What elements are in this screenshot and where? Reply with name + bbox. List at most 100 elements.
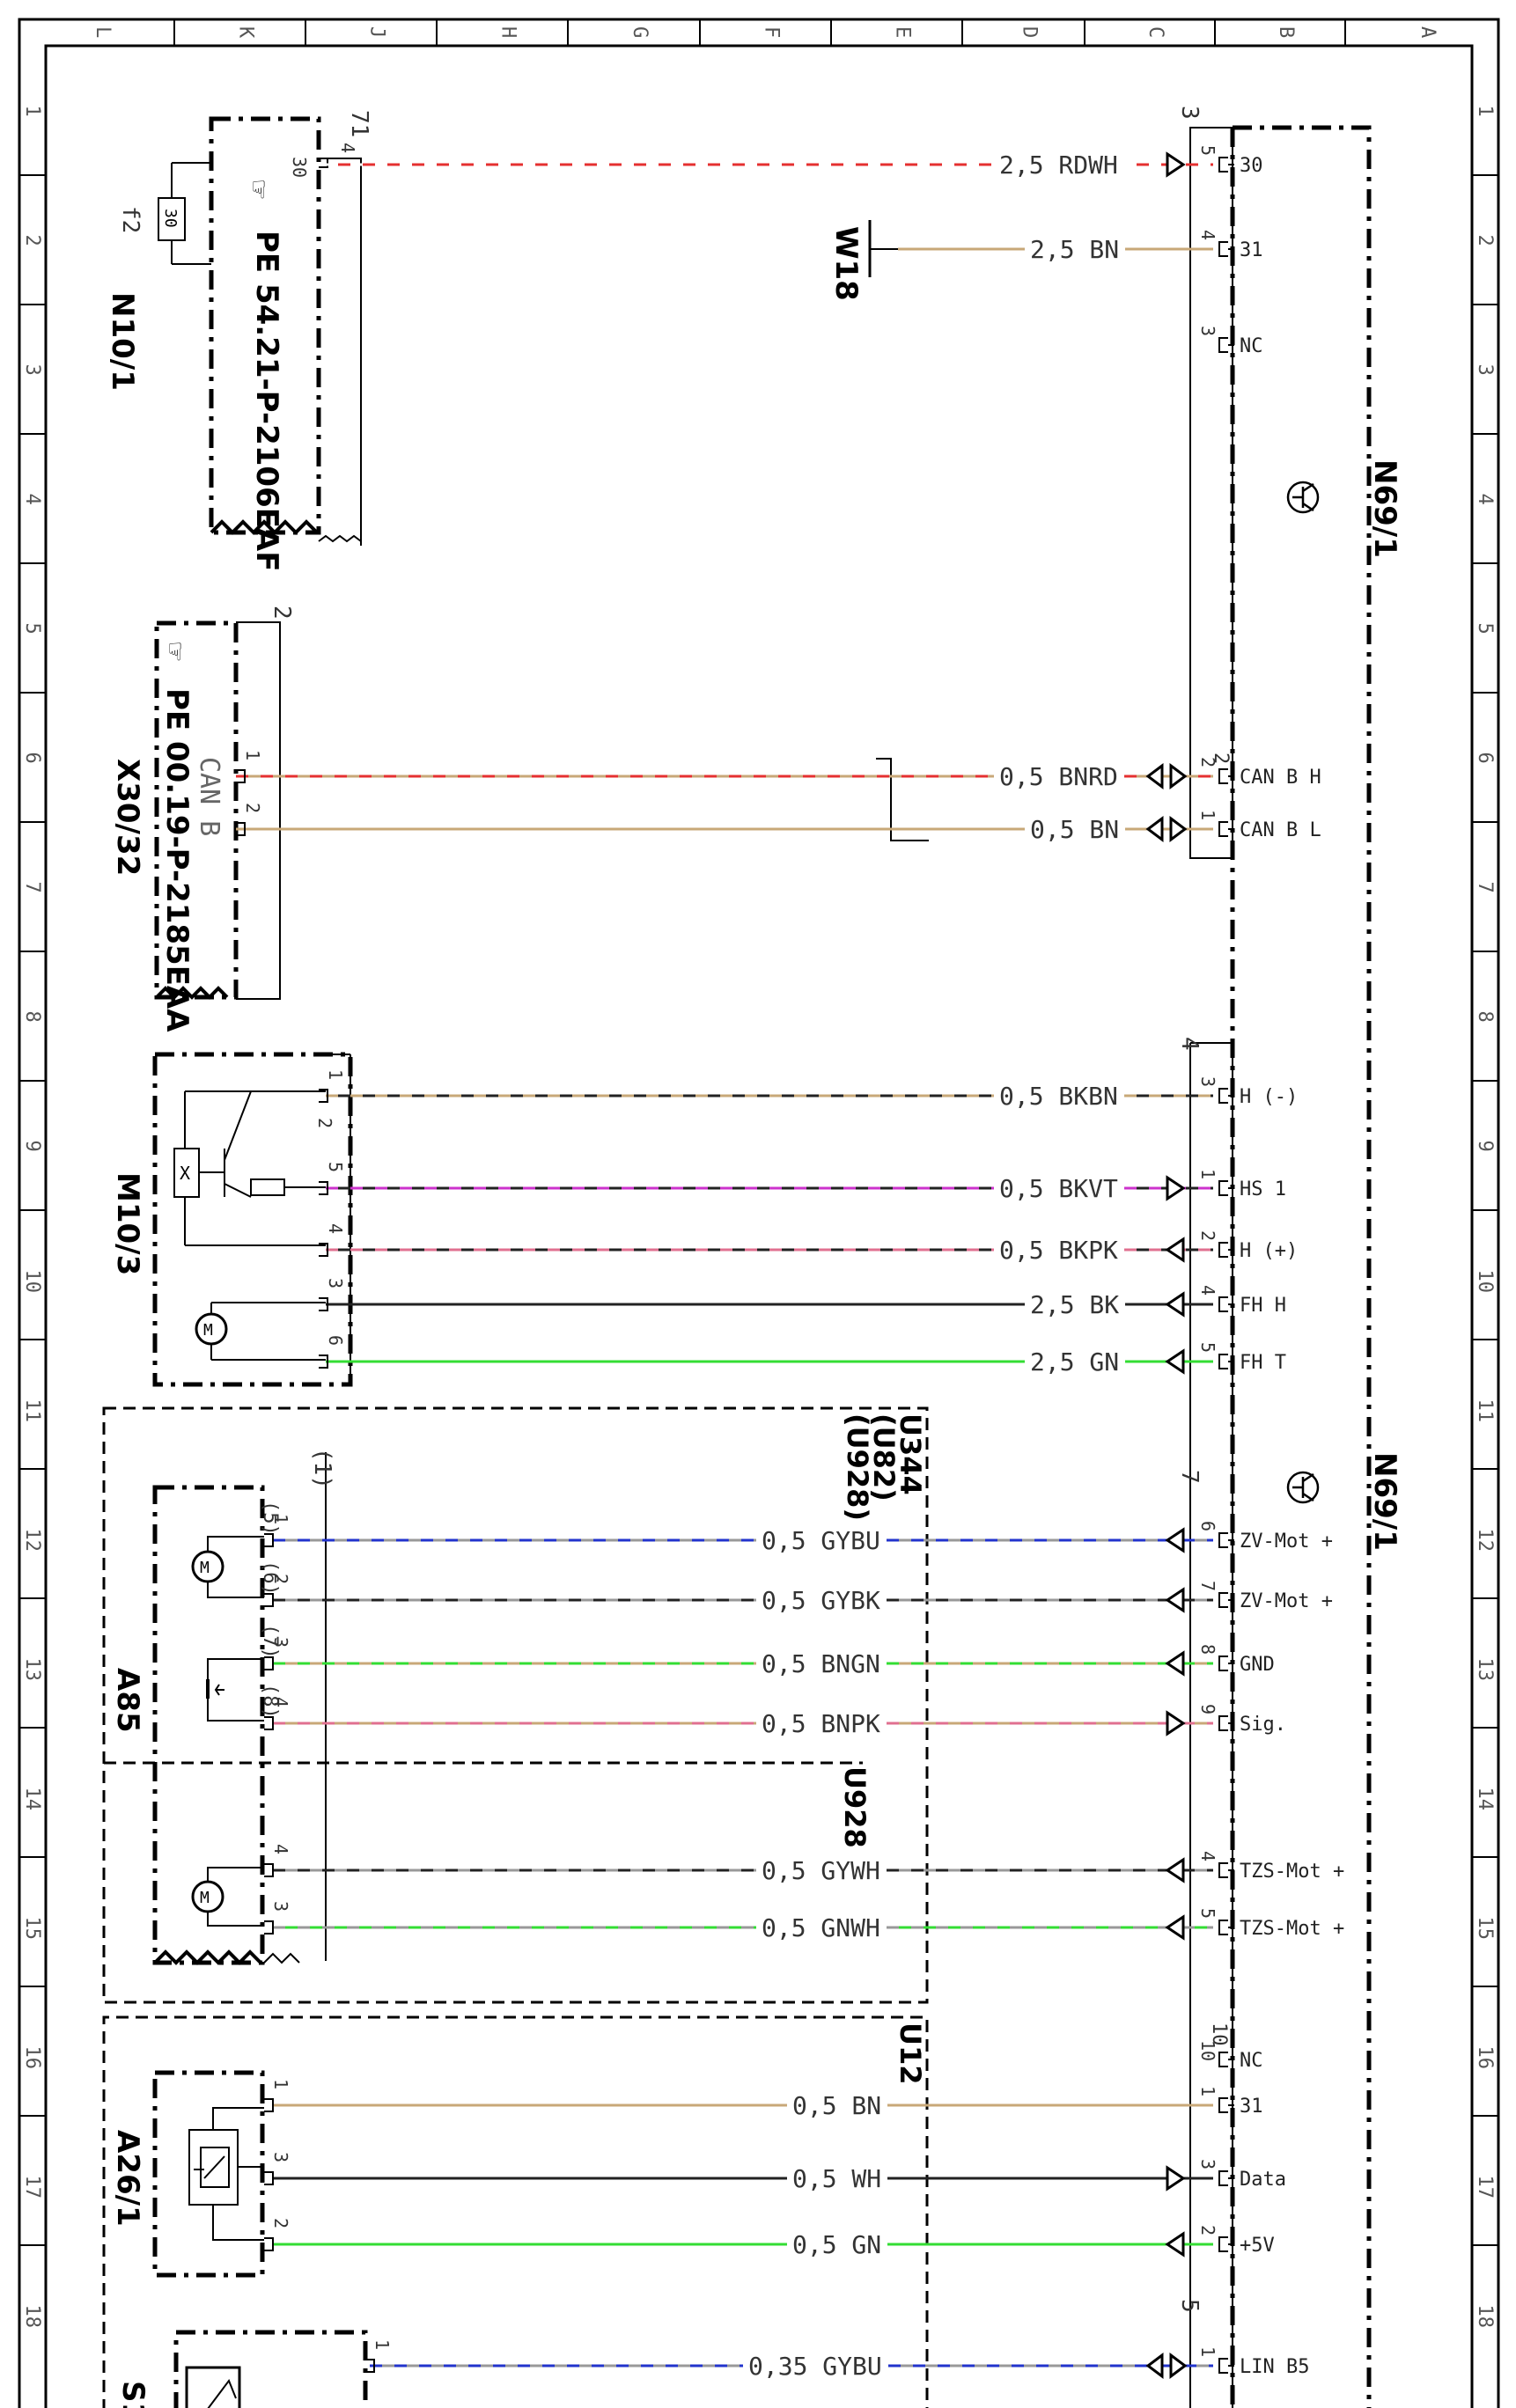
pin-number: 3 [1197, 2159, 1218, 2169]
component-w18: W18 [828, 220, 898, 301]
grid-row-label: 1 [1474, 106, 1496, 117]
connector-pin [1218, 2236, 1228, 2252]
pin-number: 1 [1197, 2086, 1218, 2096]
wire-label: 0,5 GNWH [762, 1913, 880, 1942]
grid-row-label: 13 [21, 1658, 43, 1682]
bidirectional-arrow-icon [1145, 816, 1164, 842]
pin-number: 2 [1197, 757, 1218, 767]
connector-pin [1218, 768, 1228, 784]
pin-number: 1 [1197, 810, 1218, 820]
connector-pin [264, 1920, 274, 1934]
signal-arrow-icon [1165, 1527, 1185, 1553]
signal-arrow-icon [1165, 1914, 1185, 1941]
grid-row-label: 15 [21, 1917, 43, 1941]
signal-name: CAN B L [1240, 819, 1321, 841]
n10-1-pin-out: 4 [337, 143, 358, 153]
wire-label: 0,5 BN [792, 2091, 881, 2120]
grid-col-label: G [629, 26, 651, 38]
signal-name: NC [1240, 2050, 1263, 2072]
a26-1-variant: U12 [894, 2023, 927, 2085]
left-pin-number: 3 [325, 1278, 346, 1288]
wire-label: 2,5 GN [1030, 1347, 1119, 1377]
transistor-icon [1286, 481, 1320, 514]
grid-row-label: 4 [1474, 494, 1496, 505]
n69-1-label-mid: N69/1 [1367, 1452, 1402, 1551]
grid-row-label: 5 [21, 623, 43, 635]
grid-col-label: B [1275, 26, 1297, 38]
grid-row-label: 18 [1474, 2305, 1496, 2329]
grid-row-label: 11 [1474, 1399, 1496, 1423]
wire-label: 0,5 BKPK [999, 1236, 1118, 1265]
wire-w3: 3NC [1197, 326, 1263, 357]
wire-label: 0,5 BNPK [762, 1709, 880, 1738]
signal-name: H (+) [1240, 1240, 1298, 1262]
m10-3-label: M10/3 [110, 1172, 145, 1275]
x30-32-bus: CAN B [194, 757, 224, 836]
wire-label: 0,5 GYBU [762, 1526, 880, 1555]
wire-label: 0,5 BN [1030, 815, 1119, 844]
signal-name: 30 [1240, 155, 1263, 177]
signal-name: 31 [1240, 2096, 1263, 2118]
x30-32-conn-label: 2 [269, 606, 295, 620]
left-pin-number: 3 [270, 2152, 291, 2162]
connector-pin [264, 1533, 274, 1547]
left-pin-number: 1 [372, 2339, 393, 2350]
n69-1-label-top: N69/1 [1367, 459, 1402, 558]
connector-pin [264, 1656, 274, 1670]
grid-row-label: 11 [21, 1399, 43, 1423]
pin-number: 1 [1197, 1169, 1218, 1179]
left-pin-number: 2 [270, 1574, 291, 1584]
connector-pin [1218, 2358, 1228, 2374]
grid-row-label: 12 [1474, 1529, 1496, 1553]
alt-pin-number: (7) [259, 1624, 281, 1659]
connector-pin [1218, 1592, 1228, 1608]
connector-pin [1218, 1656, 1228, 1671]
grid-col-label: K [235, 26, 257, 39]
alt-pin-number: (5) [259, 1501, 281, 1536]
signal-name: H (-) [1240, 1086, 1298, 1108]
a85-variant-1: U344 [894, 1413, 927, 1495]
signal-name: NC [1240, 335, 1263, 357]
x30-32-ref: PE 00.19-P-2185EAA [159, 688, 195, 1032]
wire-label: 0,5 BKVT [999, 1174, 1118, 1203]
grid-row-label: 13 [1474, 1658, 1496, 1682]
grid-row-label: 4 [21, 494, 43, 505]
connector-pin [1218, 1532, 1228, 1548]
pin-number: 2 [1197, 1230, 1218, 1241]
grid-row-label: 17 [1474, 2176, 1496, 2199]
grid-col-label: D [1019, 26, 1041, 38]
component-a85: U344 (U82) (U928) U928 (1) A85 M M [102, 1406, 929, 2004]
left-pin-number: 1 [325, 1069, 346, 1080]
connector-pin [264, 2098, 274, 2112]
component-n69-1: N69/1 N69/1 3 2 4 7 10 5 [1176, 106, 1402, 2408]
grid-row-label: 17 [21, 2176, 43, 2199]
pin-number: 4 [1197, 230, 1218, 240]
signal-arrow-icon [1165, 1650, 1185, 1677]
a85-variant-3: (U928) [841, 1413, 874, 1521]
wire-label: 2,5 BK [1030, 1290, 1119, 1319]
pin-number: 5 [1197, 145, 1218, 156]
wire-label: 0,5 GYWH [762, 1856, 880, 1885]
signal-arrow-icon [1165, 1587, 1185, 1613]
grid-row-label: 1 [21, 106, 43, 117]
signal-name: TZS-Mot + [1240, 1861, 1344, 1883]
sensor-symbol [173, 1148, 200, 1198]
signal-arrow-icon [1165, 1237, 1185, 1263]
signal-name: FH T [1240, 1352, 1286, 1374]
grid-row-label: 14 [21, 1788, 43, 1811]
grid-row-label: 5 [1474, 623, 1496, 635]
grid-row-label: 2 [21, 235, 43, 246]
signal-arrow-icon [1166, 2165, 1186, 2191]
wire-label: 0,5 BNGN [762, 1649, 880, 1678]
component-n10-1: 71 PE 54.21-P-2106EAF ☞ 30 f2 N10/1 30 4 [105, 110, 372, 571]
